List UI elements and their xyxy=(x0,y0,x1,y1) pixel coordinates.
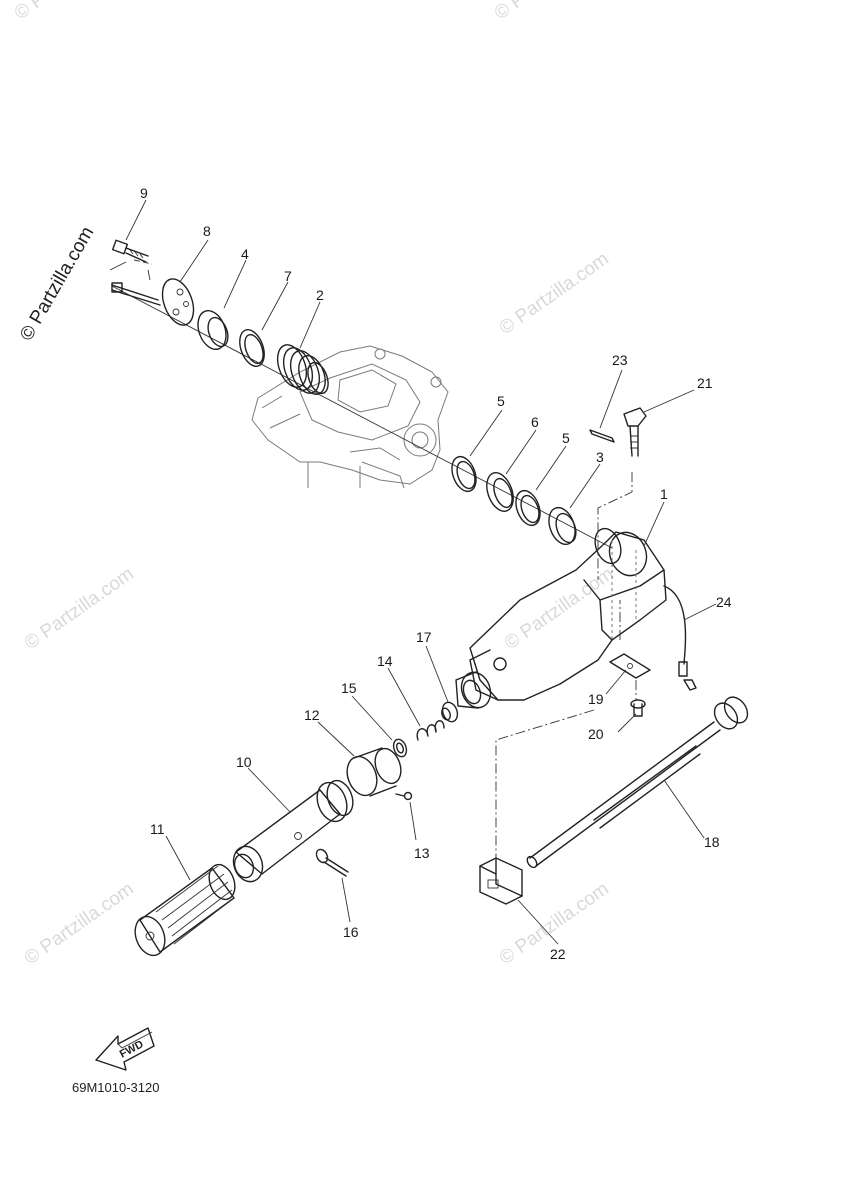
part-13-screw xyxy=(395,791,413,801)
part-6-ring xyxy=(486,472,514,512)
callout-19: 19 xyxy=(588,691,604,707)
callout-11: 11 xyxy=(150,821,165,837)
callout-3: 3 xyxy=(596,449,604,465)
diagram-code: 69M1010-3120 xyxy=(72,1080,159,1095)
part-23-pin xyxy=(589,429,615,443)
callout-22: 22 xyxy=(550,946,566,962)
watermark-faint: © Partzilla.com xyxy=(11,0,128,24)
watermark-main: © Partzilla.com xyxy=(16,223,98,344)
part-9-bolt xyxy=(111,239,149,263)
part-22-clip xyxy=(479,857,523,905)
part-4-washer xyxy=(197,309,229,351)
callout-labels: 9 8 4 7 2 23 21 5 6 5 3 1 24 17 14 15 19… xyxy=(140,185,732,962)
callout-2: 2 xyxy=(316,287,324,303)
callout-7: 7 xyxy=(284,268,292,284)
part-14-spring xyxy=(416,720,445,741)
callout-21: 21 xyxy=(697,375,713,391)
part-2-grommet xyxy=(276,344,329,395)
watermark-faint: © Partzilla.com xyxy=(21,878,138,969)
watermark-faint: © Partzilla.com xyxy=(496,248,613,339)
part-21-fitting xyxy=(623,407,647,457)
part-11-throttle-grip xyxy=(134,863,236,957)
engine-housing-outline xyxy=(251,345,449,489)
part-18-shaft xyxy=(526,696,749,869)
part-5-o-ring xyxy=(451,455,477,493)
part-1-housing xyxy=(455,527,667,709)
watermark-faint: © Partzilla.com xyxy=(491,0,608,24)
part-15-washer xyxy=(392,738,408,758)
part-12-collar xyxy=(346,747,402,797)
callout-17: 17 xyxy=(416,629,432,645)
callout-6: 6 xyxy=(531,414,539,430)
watermark-faint: © Partzilla.com xyxy=(21,563,138,654)
callout-4: 4 xyxy=(241,246,249,262)
callout-24: 24 xyxy=(716,594,732,610)
part-24-wire xyxy=(663,585,697,691)
part-20-screw xyxy=(630,699,646,717)
callout-23: 23 xyxy=(612,352,628,368)
callout-5: 5 xyxy=(497,393,505,409)
part-7-o-ring xyxy=(239,329,265,367)
fwd-arrow: FWD xyxy=(95,1027,155,1071)
callout-9: 9 xyxy=(140,185,148,201)
callout-5: 5 xyxy=(562,430,570,446)
watermark-layer: © Partzilla.com © Partzilla.com © Partzi… xyxy=(11,0,618,969)
part-8-cable-plate xyxy=(111,278,195,326)
callout-8: 8 xyxy=(203,223,211,239)
callout-18: 18 xyxy=(704,834,720,850)
part-3-washer xyxy=(548,506,577,546)
part-19-plate xyxy=(609,653,651,679)
callout-1: 1 xyxy=(660,486,668,502)
callout-10: 10 xyxy=(236,754,252,770)
callout-20: 20 xyxy=(588,726,604,742)
part-5-o-ring xyxy=(515,489,541,527)
callout-15: 15 xyxy=(341,680,357,696)
callout-13: 13 xyxy=(414,845,430,861)
leader-lines xyxy=(125,199,717,945)
callout-16: 16 xyxy=(343,924,359,940)
part-10-grip-core xyxy=(232,779,354,883)
shaft-axis-line xyxy=(111,285,613,549)
part-16-screw xyxy=(315,848,349,877)
callout-12: 12 xyxy=(304,707,320,723)
callout-14: 14 xyxy=(377,653,393,669)
reference-lines xyxy=(109,259,637,860)
part-17-bushing xyxy=(441,701,459,723)
